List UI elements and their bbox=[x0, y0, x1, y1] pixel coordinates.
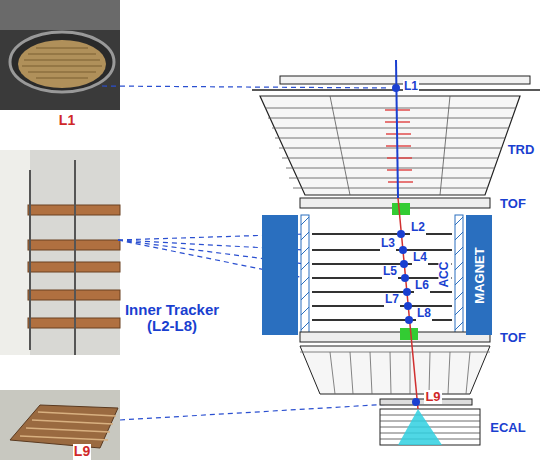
layer-label: L1 bbox=[58, 113, 76, 128]
layer-label: L6 bbox=[414, 279, 430, 292]
detector-label: ECAL bbox=[489, 421, 526, 435]
layer-label: L7 bbox=[384, 293, 400, 306]
layer-label: L8 bbox=[416, 307, 432, 320]
layer-label: L9 bbox=[73, 444, 91, 459]
layer-label: L4 bbox=[412, 251, 428, 264]
magnet-label: MAGNET bbox=[472, 247, 487, 303]
layer-label: L1 bbox=[403, 80, 419, 93]
layer-label: L3 bbox=[380, 237, 396, 250]
layer-label: L9 bbox=[424, 390, 441, 404]
layer-label: L5 bbox=[382, 265, 398, 278]
magnet-block: MAGNET bbox=[466, 215, 492, 335]
detector-label: TOF bbox=[499, 197, 527, 211]
detector-label: TRD bbox=[507, 143, 536, 157]
layer-label: L2 bbox=[410, 221, 426, 234]
detector-label: TOF bbox=[499, 331, 527, 345]
detector-label: ACC bbox=[438, 261, 451, 289]
tracker-title: Inner Tracker (L2-L8) bbox=[112, 302, 232, 335]
